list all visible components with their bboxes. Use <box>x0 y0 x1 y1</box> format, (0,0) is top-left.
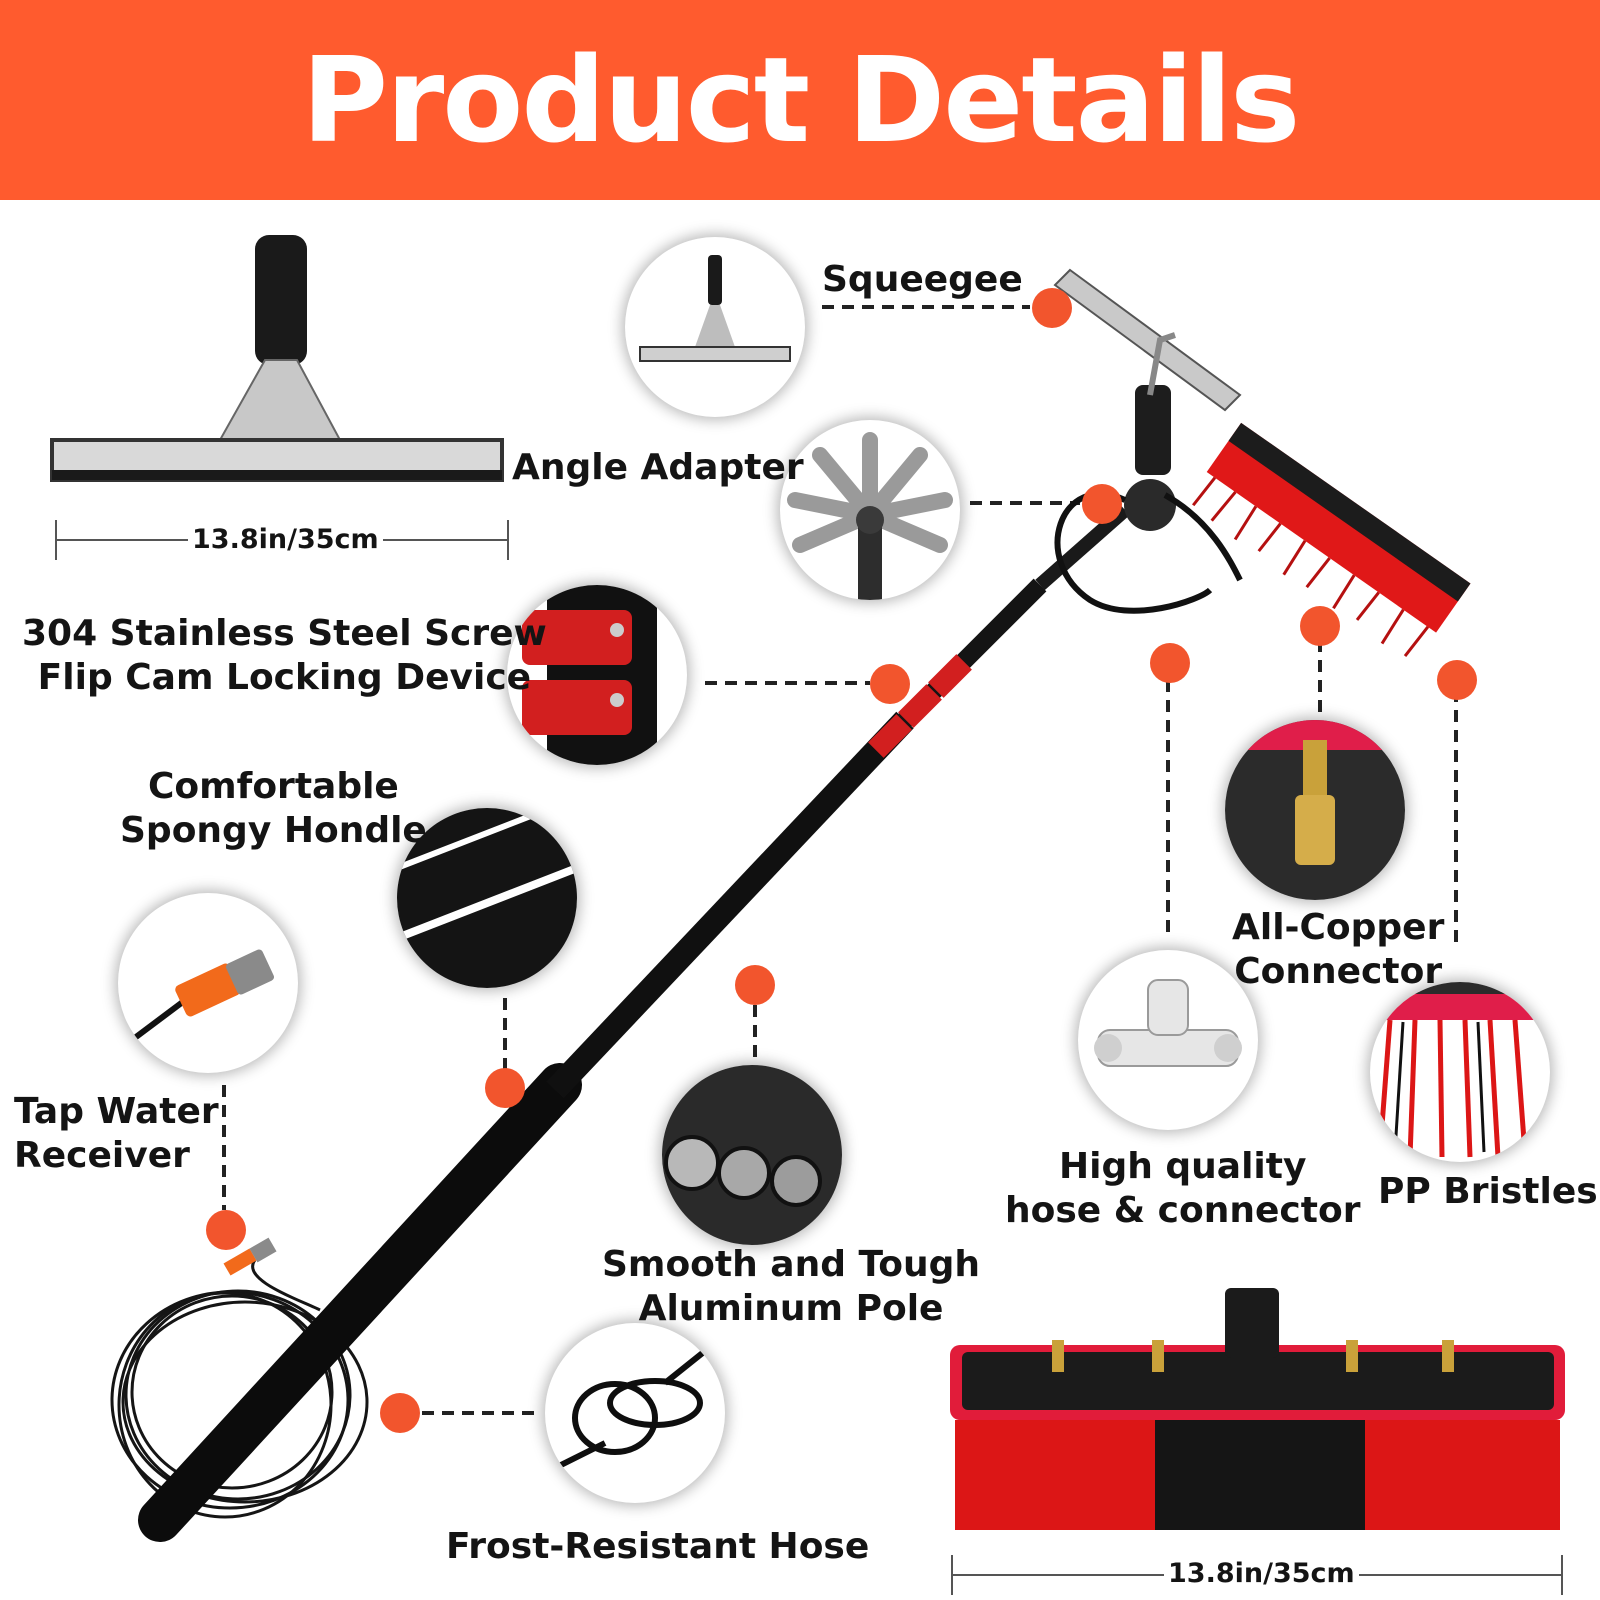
label-hose-connector: High quality hose & connector <box>1005 1146 1361 1231</box>
label-hose: Frost-Resistant Hose <box>446 1526 870 1567</box>
pole-head-assembly <box>1053 268 1243 614</box>
leader-lines <box>222 305 1458 1415</box>
tee-connector-icon <box>1094 979 1242 1067</box>
label-handle: Comfortable Spongy Hondle <box>120 766 427 851</box>
tee-connector-detail-circle <box>1078 950 1258 1130</box>
copper-connector-detail-circle <box>1225 720 1405 900</box>
spongy-handle-icon <box>397 808 577 988</box>
tap-water-receiver-icon <box>126 949 274 1046</box>
hose-coil-icon <box>545 1340 717 1476</box>
handle-detail-circle <box>397 808 577 988</box>
label-pole: Smooth and Tough Aluminum Pole <box>602 1244 981 1329</box>
tap-receiver-fitting <box>223 1237 277 1276</box>
label-flip-cam: 304 Stainless Steel Screw Flip Cam Locki… <box>22 613 547 698</box>
copper-connector-icon <box>1225 720 1405 900</box>
callout-dot-tap-water <box>206 1210 246 1250</box>
label-bristles: PP Bristles <box>1378 1171 1598 1212</box>
callout-dot-flip-cam <box>870 664 910 704</box>
squeegee-detail-circle <box>625 237 805 417</box>
label-angle-adapter: Angle Adapter <box>512 447 804 488</box>
hose-coil <box>110 1259 369 1519</box>
angle-adapter-icon <box>787 432 953 600</box>
pole-detail-circle <box>662 1065 842 1245</box>
label-tap-water: Tap Water Receiver <box>14 1091 219 1176</box>
flip-cam-detail-circle <box>507 585 687 765</box>
pole-brush-head <box>1192 422 1471 657</box>
hose-detail-circle <box>545 1323 725 1503</box>
callout-dot-angle-adapter <box>1082 484 1122 524</box>
callout-dot-handle <box>485 1068 525 1108</box>
callout-dot-hose <box>380 1393 420 1433</box>
squeegee-icon <box>639 255 791 362</box>
page-title: Product Details <box>301 31 1301 169</box>
callout-dot-copper <box>1300 606 1340 646</box>
squeegee-dimension-label: 13.8in/35cm <box>188 524 383 555</box>
telescopic-pole <box>138 504 1130 1542</box>
callout-dot-bristles <box>1437 660 1477 700</box>
bristles-icon <box>1370 982 1550 1158</box>
callout-dot-squeegee <box>1032 288 1072 328</box>
callout-dot-hose-connector <box>1150 643 1190 683</box>
aluminum-pole-icon <box>662 1065 842 1245</box>
flip-cam-icon <box>522 585 657 765</box>
angle-adapter-detail-circle <box>780 420 960 600</box>
brush-dimension-label: 13.8in/35cm <box>1164 1558 1359 1589</box>
squeegee-product <box>50 235 504 482</box>
callout-dot-pole <box>735 965 775 1005</box>
bristles-detail-circle <box>1370 982 1550 1162</box>
label-copper: All-Copper Connector <box>1232 907 1445 992</box>
header-banner: Product Details <box>0 0 1600 200</box>
tap-water-detail-circle <box>118 893 298 1073</box>
brush-product <box>950 1288 1565 1530</box>
label-squeegee: Squeegee <box>822 259 1023 300</box>
